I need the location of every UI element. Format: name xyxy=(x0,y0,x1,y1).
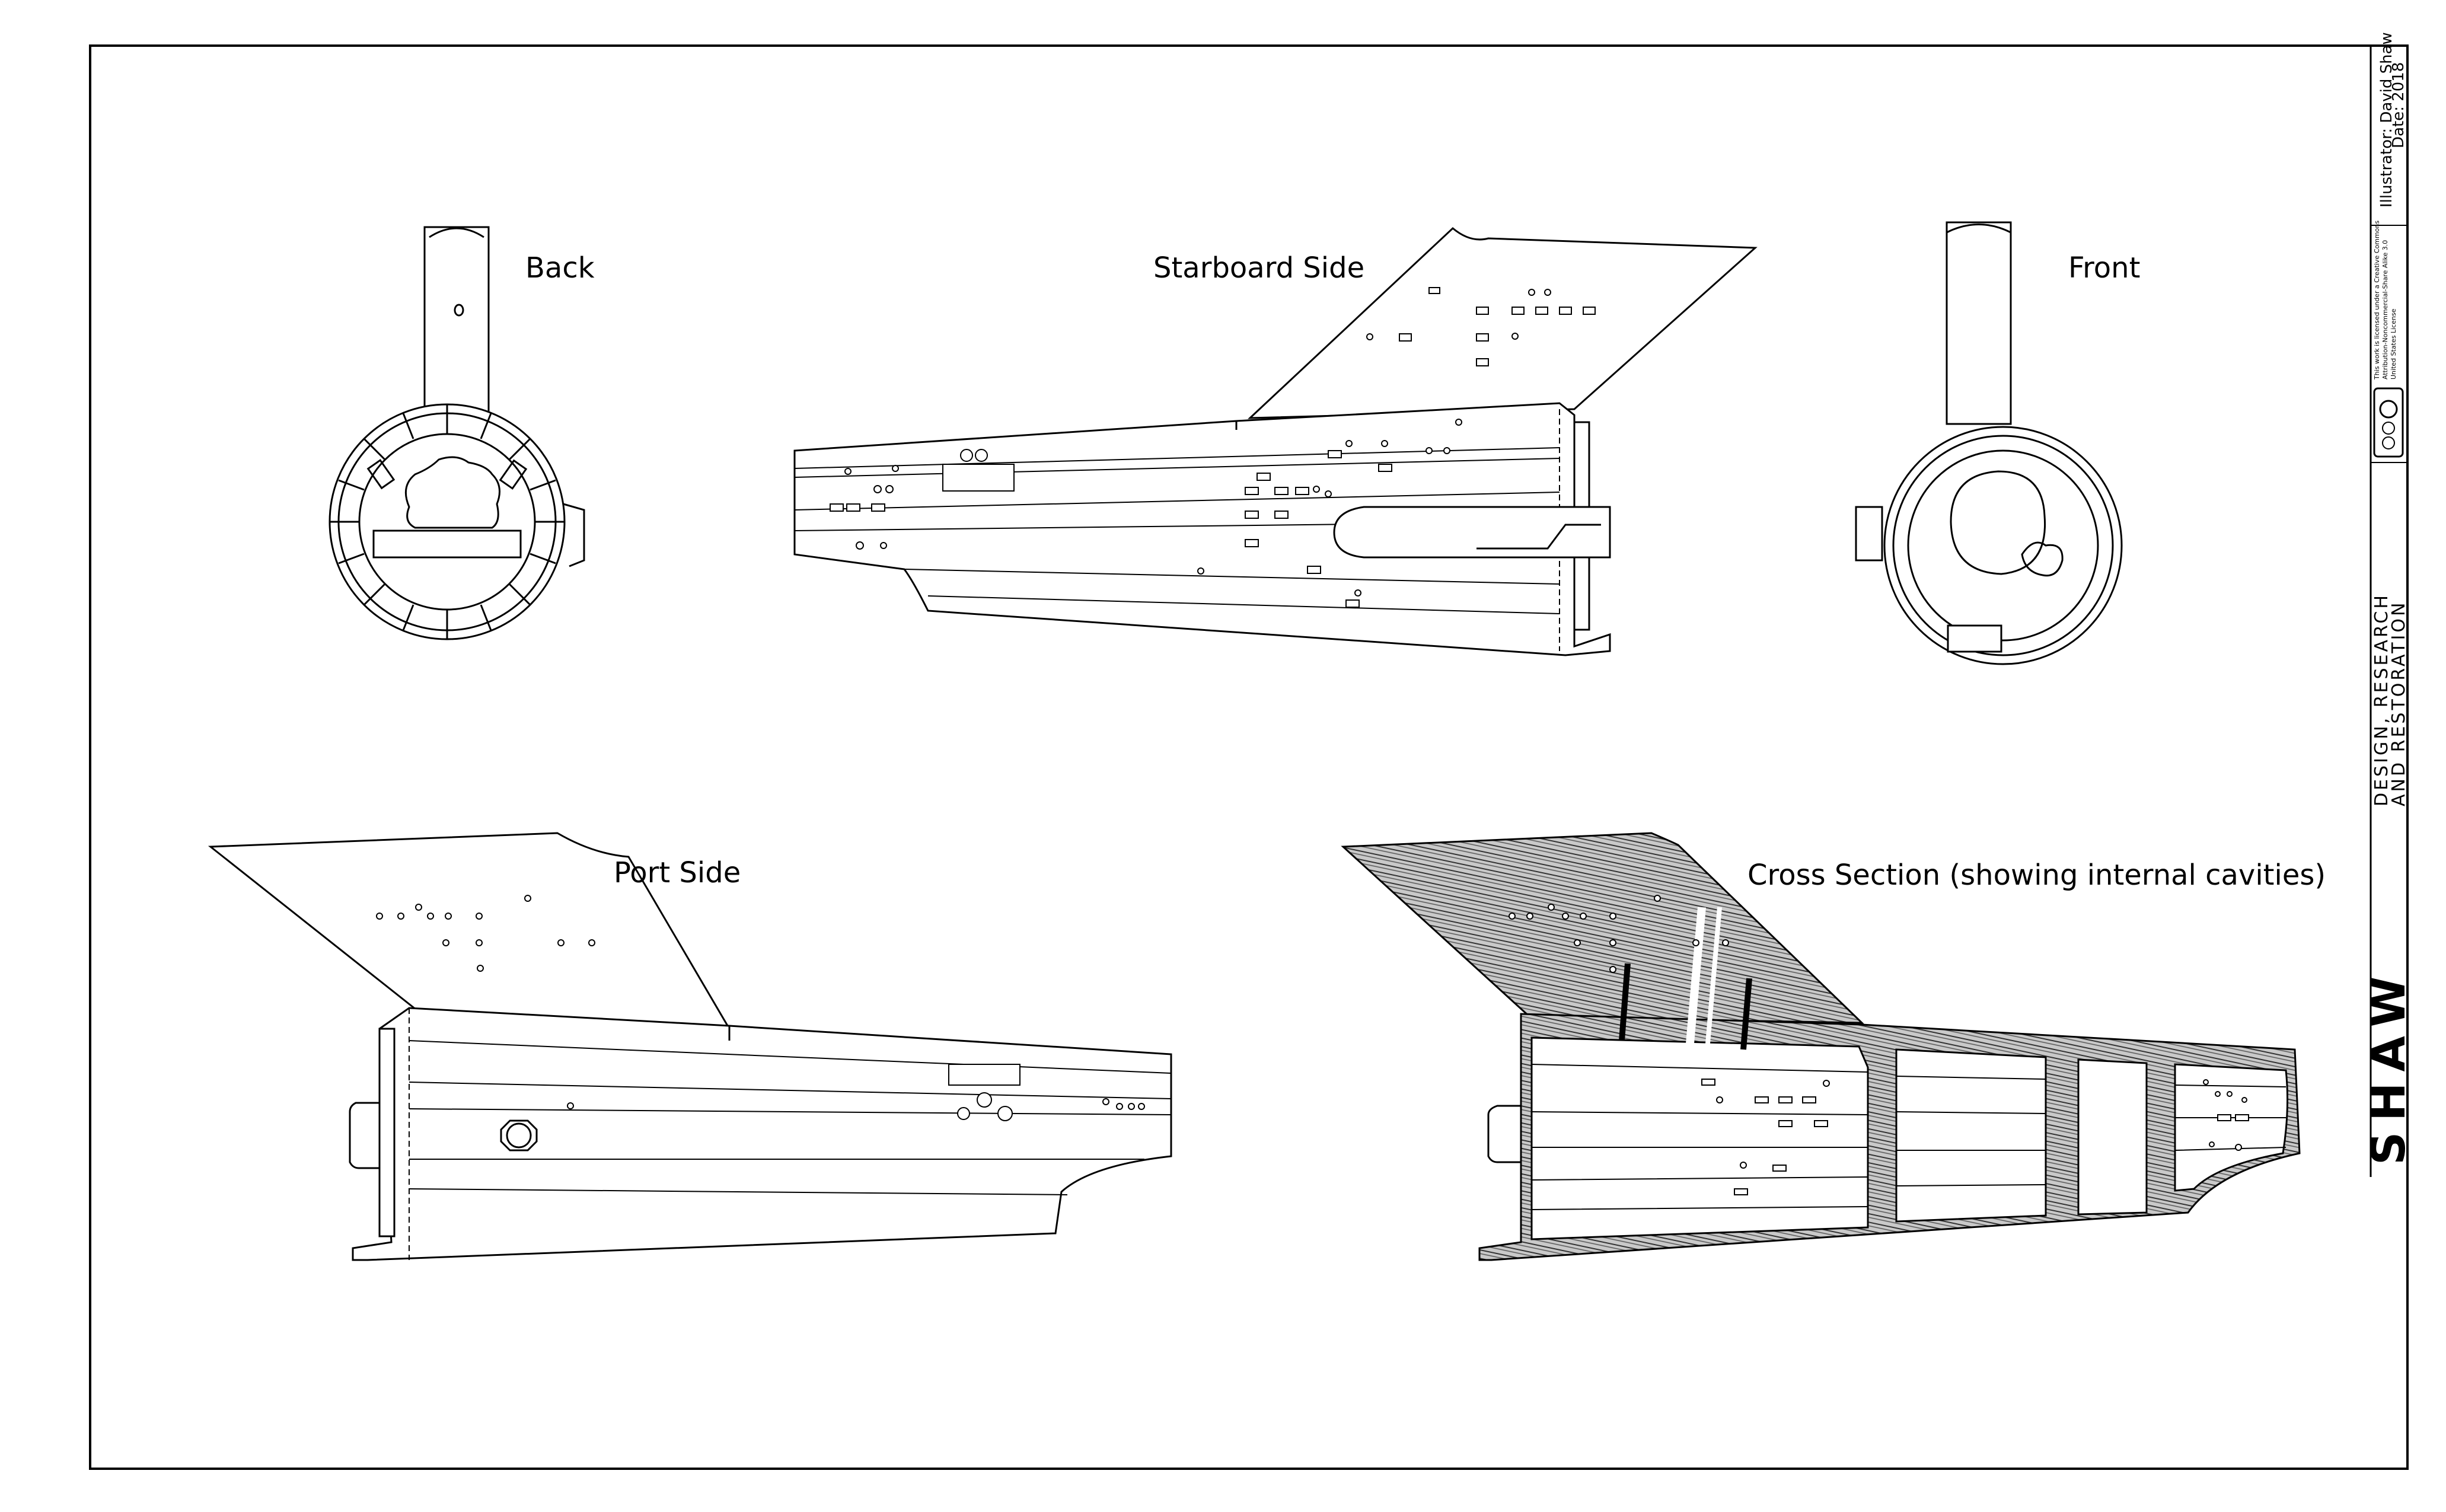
label-front: Front xyxy=(2068,251,2140,285)
cross-section-fin xyxy=(1341,832,1864,1024)
back-fin-stub xyxy=(423,226,490,418)
cross-section-details xyxy=(1509,895,2249,1195)
front-fin-stub xyxy=(1946,221,2012,425)
port-details xyxy=(376,895,1145,1110)
cc-license-badge xyxy=(2373,387,2404,458)
starboard-view xyxy=(793,227,1758,656)
starboard-nozzle xyxy=(1333,506,1611,559)
license-line-1: This work is licensed under a Creative C… xyxy=(2373,221,2381,380)
front-cavity xyxy=(1950,470,2046,575)
port-view xyxy=(208,832,1172,1261)
label-port: Port Side xyxy=(614,856,741,889)
license-line-2: Attribution-Noncommercial-Share Alike 3.… xyxy=(2381,240,2389,379)
label-cross-section: Cross Section (showing internal cavities… xyxy=(1747,859,2326,892)
tagline-line-2: AND RESTORATION xyxy=(2388,601,2409,806)
starboard-fin xyxy=(1248,227,1758,419)
front-view xyxy=(1855,221,2123,665)
back-cavity xyxy=(404,456,500,529)
starboard-details xyxy=(830,287,1596,608)
sheet-border xyxy=(89,44,2409,1470)
label-starboard: Starboard Side xyxy=(1153,251,1364,285)
back-view xyxy=(329,226,585,640)
port-hull xyxy=(352,1007,1172,1261)
cross-section-view xyxy=(1341,832,2301,1261)
license-line-3: United States License xyxy=(2390,308,2397,379)
label-back: Back xyxy=(525,251,595,285)
front-hull-outer xyxy=(1883,426,2123,665)
title-block: Illustrator: David Shaw Date: 2018 This … xyxy=(2362,32,2416,1165)
illustrator-credit: Illustrator: David Shaw xyxy=(2378,32,2396,208)
port-fin xyxy=(208,832,731,1030)
tagline-line-1: DESIGN, RESEARCH xyxy=(2371,593,2392,806)
drawing-date: Date: 2018 xyxy=(2390,62,2407,148)
shaw-logo: SHAW xyxy=(2362,966,2416,1165)
